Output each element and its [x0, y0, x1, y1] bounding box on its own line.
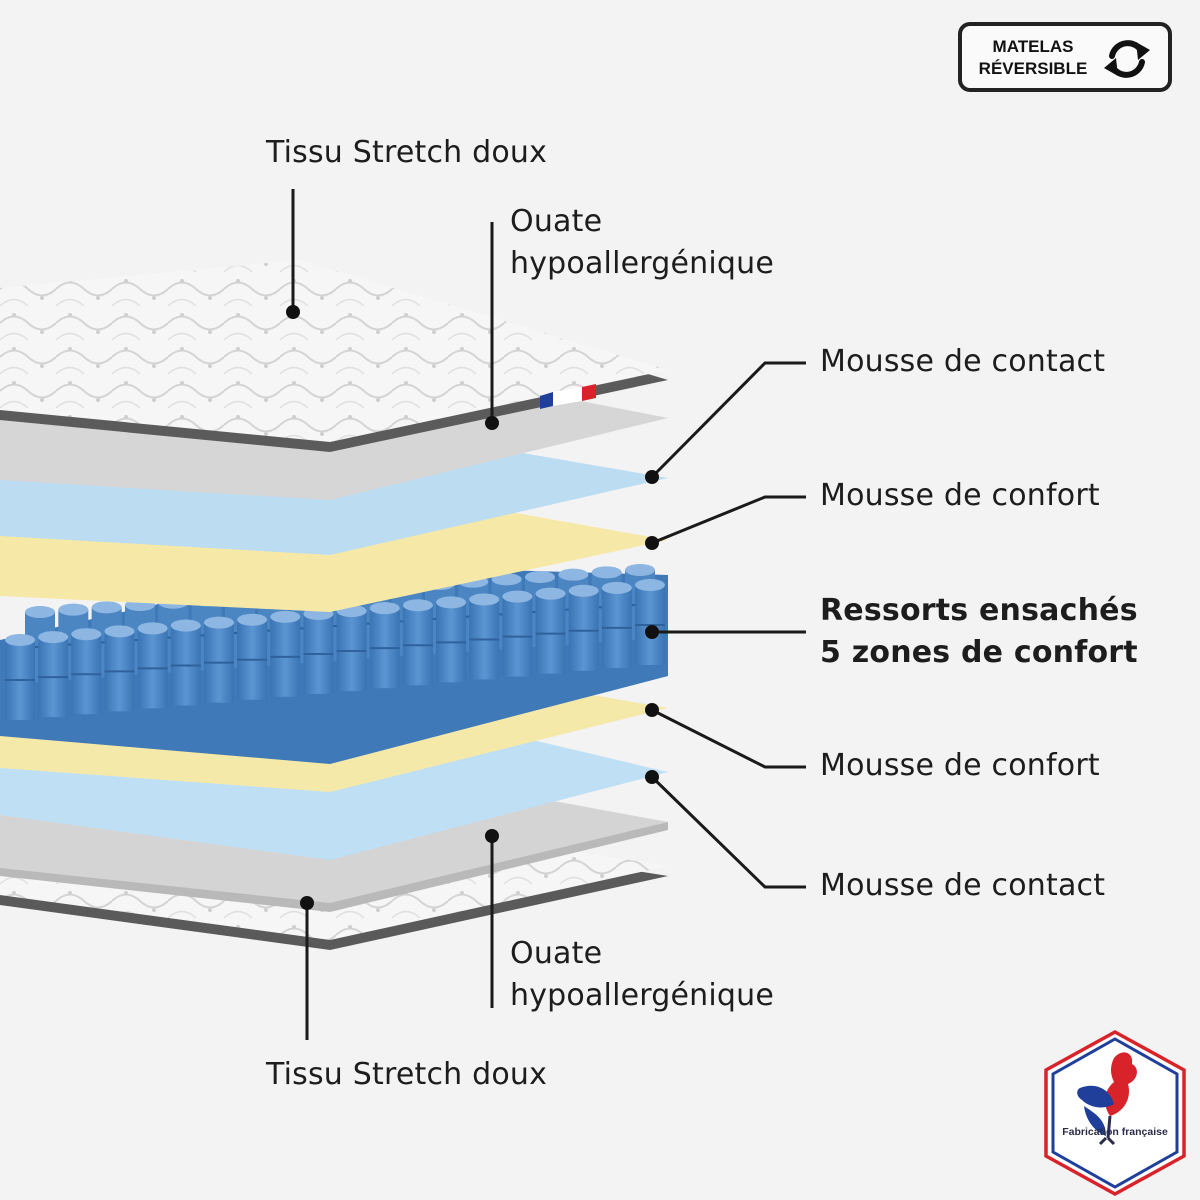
- rooster-icon: [1077, 1052, 1137, 1146]
- reversible-mattress-badge: MATELAS RÉVERSIBLE: [958, 22, 1172, 92]
- leader-lines: [291, 189, 806, 1040]
- badge-line2: RÉVERSIBLE: [978, 59, 1088, 78]
- spring-coil: [5, 634, 35, 720]
- spring-coil: [170, 619, 201, 706]
- label-top-comfort-foam: Mousse de confort: [820, 478, 1100, 513]
- spring-coil: [635, 579, 665, 665]
- seal-text: Fabrication française: [1062, 1126, 1168, 1138]
- spring-coil: [402, 599, 433, 686]
- spring-coil: [568, 584, 599, 671]
- badge-line1: MATELAS: [992, 37, 1074, 56]
- label-top-wadding-line2: hypoallergénique: [510, 246, 775, 281]
- spring-coil: [502, 590, 533, 677]
- spring-coil: [104, 625, 135, 712]
- spring-coil: [270, 610, 301, 697]
- label-bottom-contact-foam: Mousse de contact: [820, 868, 1106, 903]
- label-bottom-wadding-line2: hypoallergénique: [510, 978, 775, 1013]
- badge-text: MATELAS RÉVERSIBLE: [972, 36, 1094, 80]
- spring-coil: [38, 631, 69, 718]
- label-bottom-wadding-line1: Ouate: [510, 936, 603, 971]
- label-springs-line2: 5 zones de confort: [820, 635, 1138, 670]
- label-springs-line1: Ressorts ensachés: [820, 593, 1138, 628]
- top-fabric-layer: [0, 260, 668, 452]
- spring-coil: [535, 587, 566, 674]
- reverse-arrows-icon: [1104, 40, 1150, 78]
- pocket-springs-layer: [0, 564, 668, 764]
- spring-coil: [469, 593, 500, 680]
- label-bottom-comfort-foam: Mousse de confort: [820, 748, 1100, 783]
- spring-coil: [71, 628, 102, 715]
- spring-coil: [336, 605, 367, 692]
- spring-coil: [601, 581, 632, 668]
- spring-coil: [303, 607, 334, 694]
- french-flag-icon: [540, 384, 596, 409]
- spring-coil: [369, 602, 400, 689]
- leader-dots: [286, 305, 659, 910]
- made-in-france-seal: [1044, 1030, 1186, 1196]
- spring-coil: [436, 596, 467, 683]
- spring-coil: [203, 616, 234, 703]
- label-bottom-fabric: Tissu Stretch doux: [266, 1057, 548, 1092]
- spring-coil: [237, 613, 268, 700]
- label-top-contact-foam: Mousse de contact: [820, 344, 1106, 379]
- label-top-wadding-line1: Ouate: [510, 204, 603, 239]
- spring-coil: [137, 622, 168, 709]
- label-top-fabric: Tissu Stretch doux: [266, 135, 548, 170]
